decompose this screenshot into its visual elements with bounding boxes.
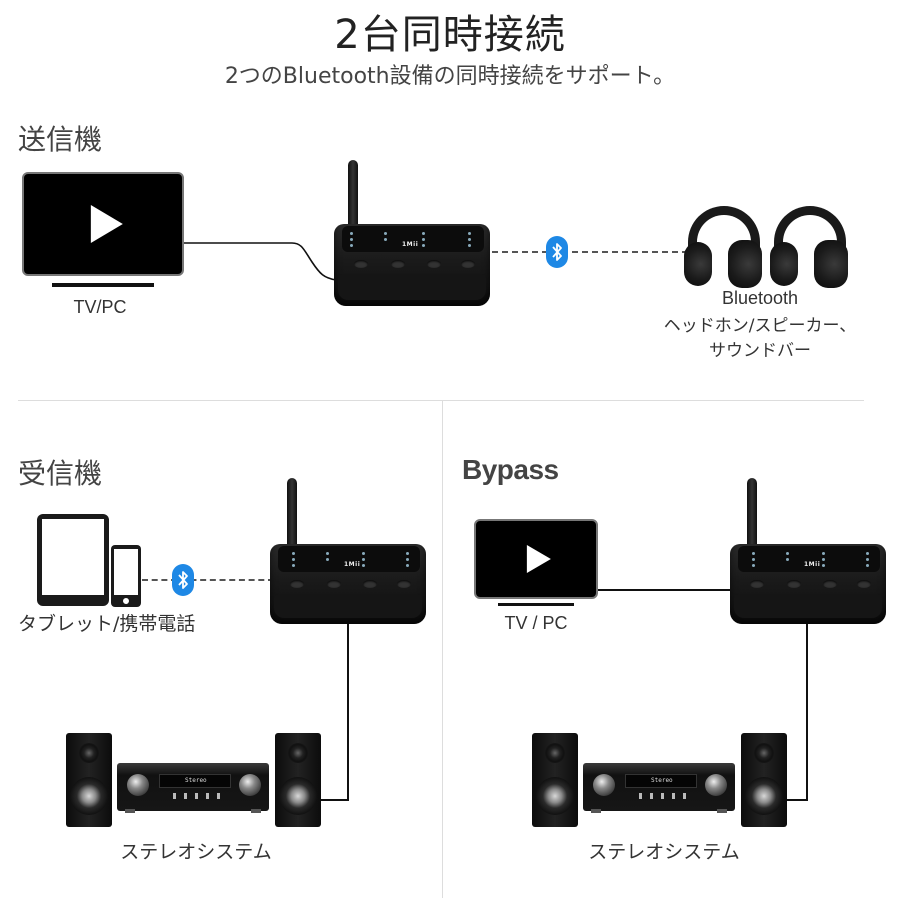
speaker-left-icon xyxy=(532,733,578,827)
tv-stand xyxy=(498,603,574,606)
audio-cable xyxy=(806,624,808,800)
bluetooth-icon xyxy=(546,236,568,268)
speaker-right-icon xyxy=(275,733,321,827)
caption-stereo-system: ステレオシステム xyxy=(120,841,272,863)
caption-tv-pc: TV / PC xyxy=(504,613,568,633)
audio-cable xyxy=(598,589,732,591)
bluetooth-link xyxy=(142,579,274,581)
audio-cable xyxy=(320,799,349,801)
play-icon xyxy=(526,545,551,573)
receiver-display-text: Stereo xyxy=(185,777,207,784)
phone-icon xyxy=(111,545,141,607)
transceiver-device: 1Mii xyxy=(730,478,890,624)
av-receiver-icon: Stereo xyxy=(117,763,269,813)
receiver-display-text: Stereo xyxy=(651,777,673,784)
antenna xyxy=(348,160,358,232)
horizontal-divider xyxy=(18,400,864,401)
speaker-right-icon xyxy=(741,733,787,827)
caption-headphones-speakers: ヘッドホン/スピーカー、 xyxy=(663,316,857,336)
section-label-bypass: Bypass xyxy=(462,454,559,485)
device-logo: 1Mii xyxy=(804,561,821,568)
caption-tablet-phone: タブレット/携帯電話 xyxy=(18,613,196,635)
tv-pc-icon xyxy=(474,519,598,599)
section-label-transmitter: 送信機 xyxy=(18,123,103,156)
speaker-left-icon xyxy=(66,733,112,827)
tablet-icon xyxy=(37,514,109,606)
tv-stand xyxy=(52,283,154,287)
bluetooth-link xyxy=(492,251,688,253)
page-title: 2台同時接続 xyxy=(334,12,566,58)
transceiver-device: 1Mii xyxy=(270,478,430,624)
page-subtitle: 2つのBluetooth設備の同時接続をサポート。 xyxy=(224,64,676,89)
caption-stereo-system: ステレオシステム xyxy=(588,841,740,863)
section-label-receiver: 受信機 xyxy=(18,457,103,490)
headphones-icon xyxy=(684,204,766,288)
antenna xyxy=(287,478,297,552)
caption-tv-pc: TV/PC xyxy=(73,297,127,317)
caption-soundbar: サウンドバー xyxy=(709,341,811,361)
antenna xyxy=(747,478,757,552)
bluetooth-icon xyxy=(172,564,194,596)
play-icon xyxy=(90,205,123,243)
tv-pc-icon xyxy=(22,172,184,276)
headphones-icon xyxy=(770,204,852,288)
av-receiver-icon: Stereo xyxy=(583,763,735,813)
audio-cable xyxy=(184,242,337,281)
device-logo: 1Mii xyxy=(402,241,419,248)
transceiver-device: 1Mii xyxy=(334,160,494,310)
caption-bluetooth: Bluetooth xyxy=(721,288,799,308)
audio-cable xyxy=(786,799,808,801)
vertical-divider xyxy=(442,401,443,898)
device-logo: 1Mii xyxy=(344,561,361,568)
audio-cable xyxy=(347,624,349,800)
